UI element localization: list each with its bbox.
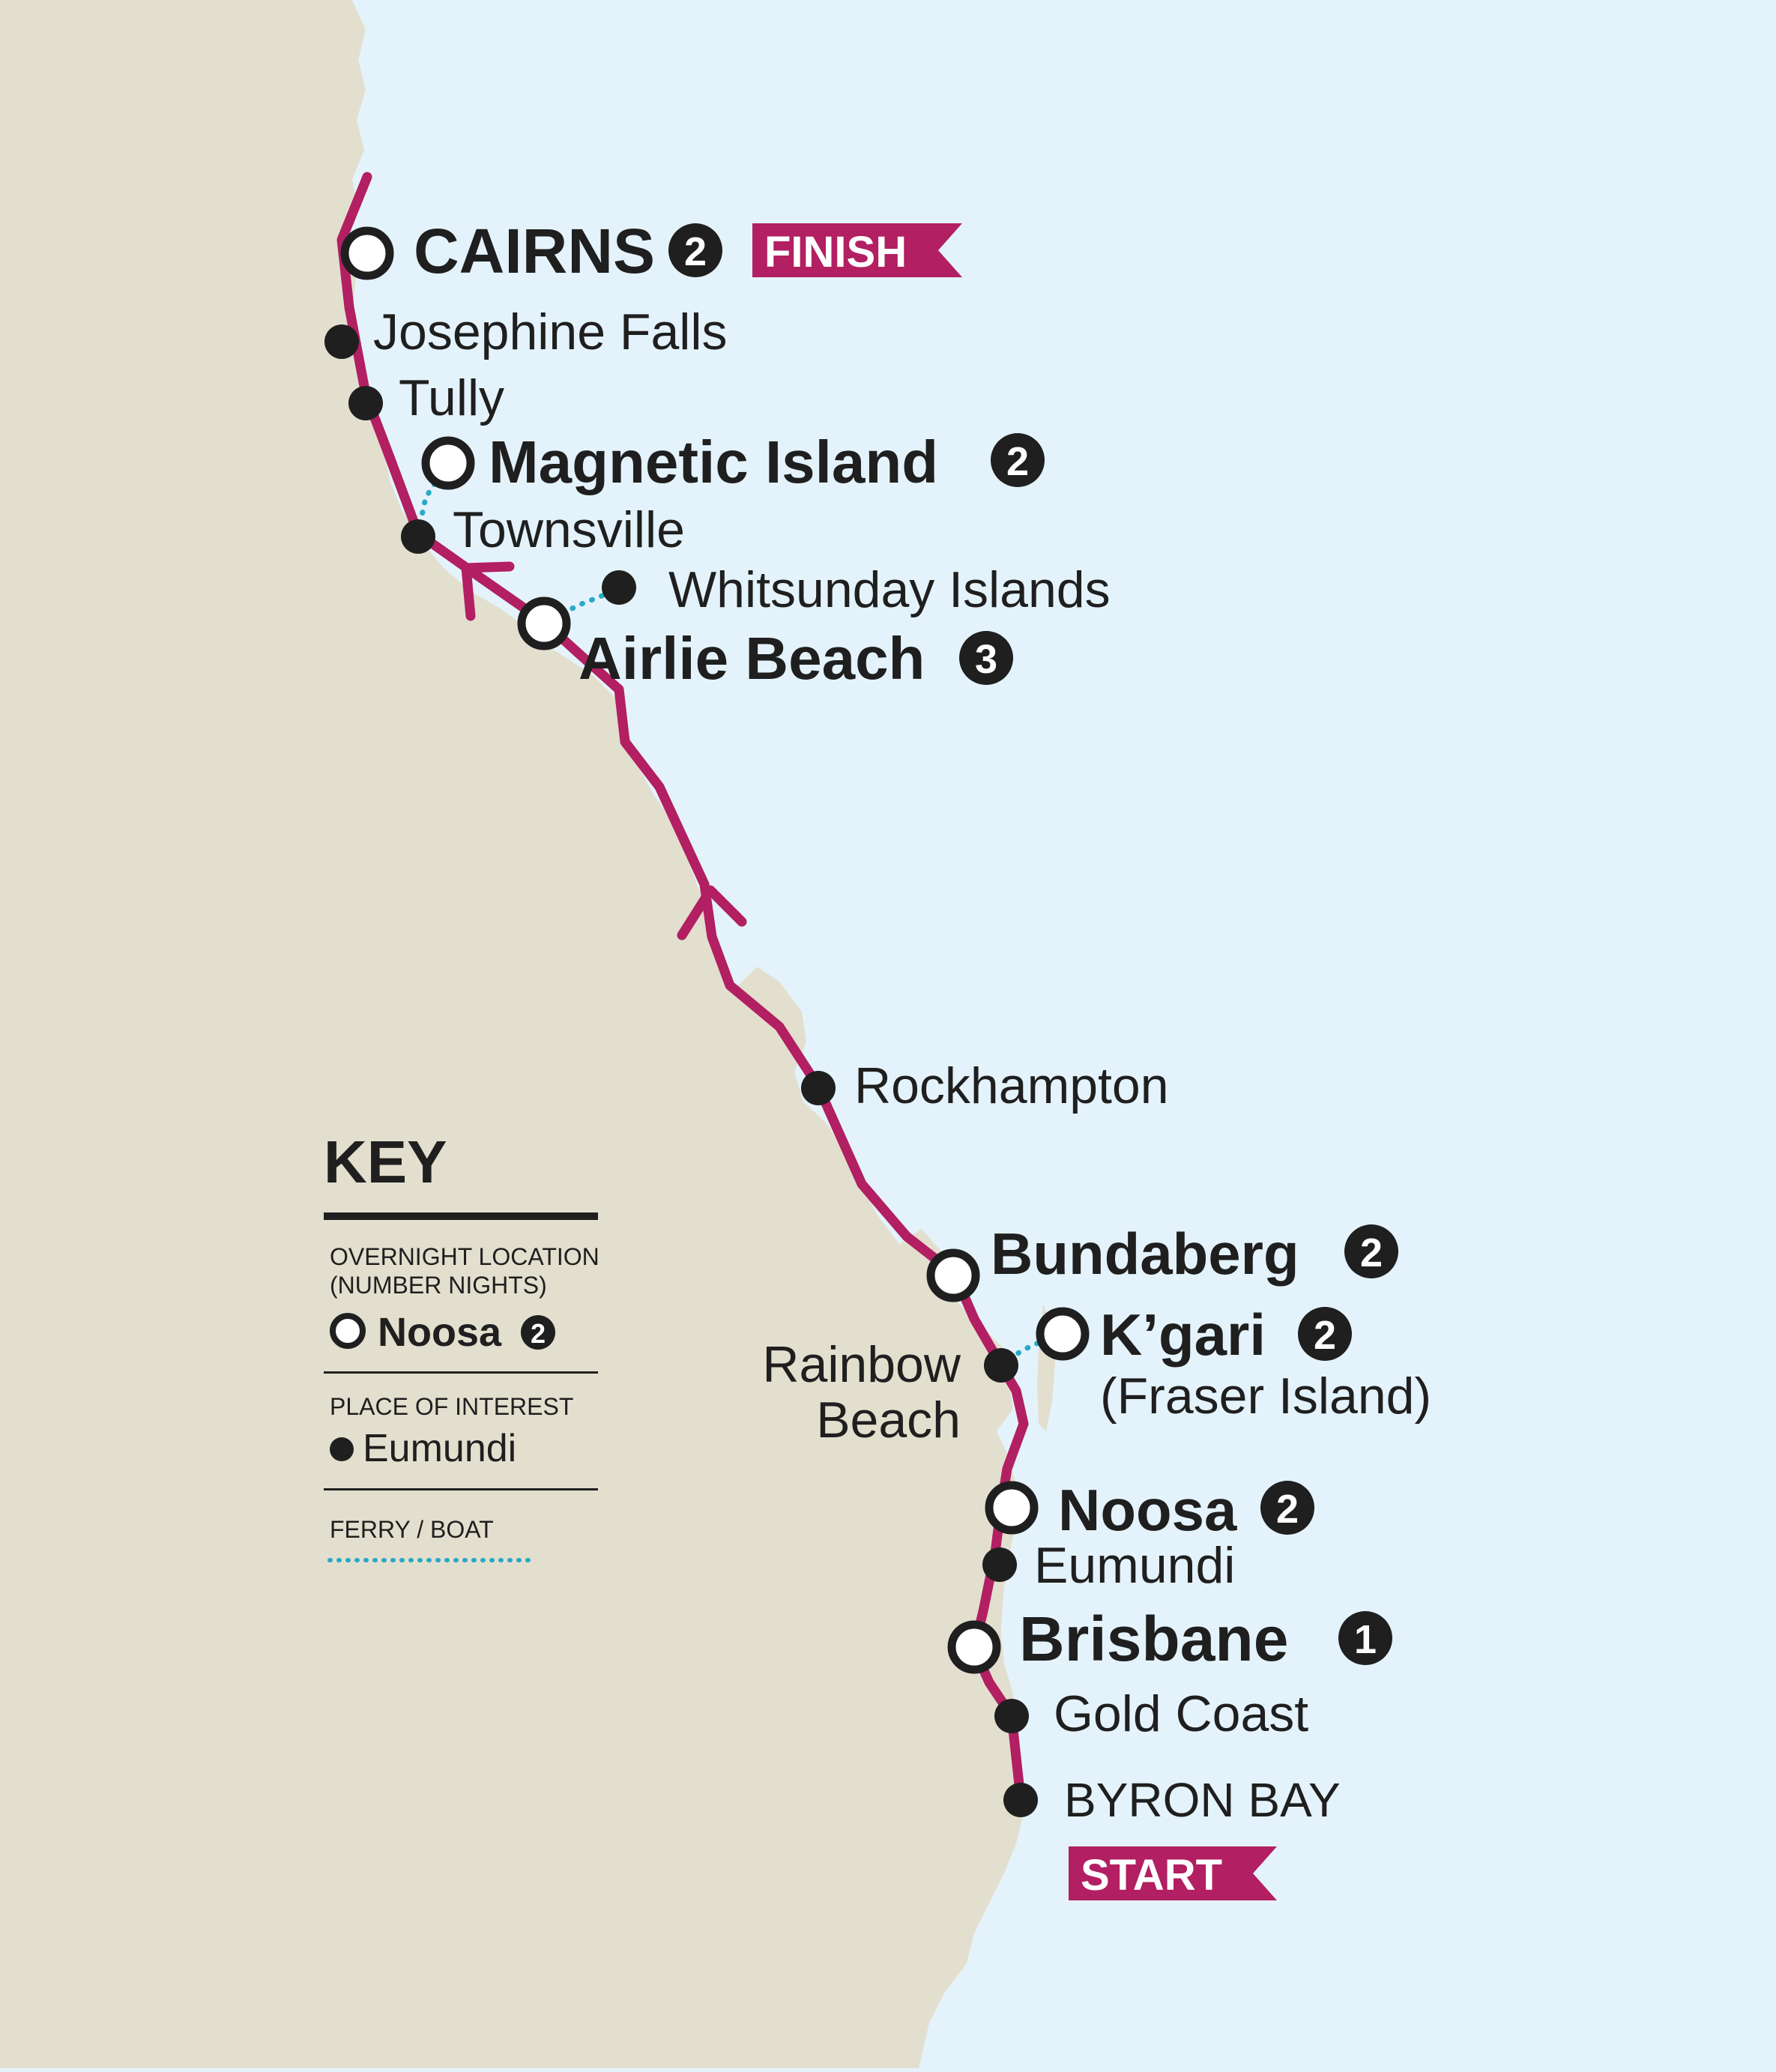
label-kgari-subtitle: (Fraser Island) [1100, 1368, 1431, 1425]
nights-badge-noosa-text: 2 [1276, 1487, 1299, 1532]
label-noosa-name: Noosa [1058, 1477, 1237, 1543]
nights-badge-brisbane [1338, 1611, 1392, 1665]
overnight-marker-noosa [985, 1481, 1039, 1535]
label-gold-coast: Gold Coast [1054, 1685, 1308, 1742]
nights-badge-bundaberg [1344, 1224, 1398, 1278]
nights-badge-airlie-beach [959, 631, 1013, 685]
finish-flag-label: FINISH [764, 228, 907, 277]
nights-badge-magnetic-island-text: 2 [1006, 439, 1029, 484]
poi-labels: Josephine Falls Tully Townsville Whitsun… [373, 303, 1341, 1827]
nights-badge-cairns-text: 2 [684, 229, 707, 274]
label-rockhampton: Rockhampton [854, 1057, 1169, 1114]
poi-dot-eumundi [982, 1547, 1017, 1582]
label-kgari: K’gari 2 (Fraser Island) [1100, 1302, 1431, 1425]
poi-dot-gold-coast [994, 1699, 1029, 1733]
poi-dot-josephine-falls [324, 324, 359, 359]
label-airlie-beach: Airlie Beach 3 [579, 625, 1013, 692]
key-overnight-example: Noosa [378, 1310, 502, 1355]
label-noosa: Noosa 2 [1058, 1477, 1314, 1543]
label-airlie-beach-name: Airlie Beach [579, 625, 925, 692]
label-rainbow-beach-line2: Beach [816, 1392, 961, 1449]
label-byron-bay: BYRON BAY [1064, 1773, 1341, 1827]
label-magnetic-island-name: Magnetic Island [489, 429, 938, 495]
key-overnight-line2: (NUMBER NIGHTS) [330, 1272, 547, 1299]
label-brisbane: Brisbane 1 [1019, 1604, 1392, 1674]
land-mass [0, 0, 1024, 2068]
overnight-marker-magnetic-island [421, 436, 475, 490]
key-divider-2 [324, 1488, 598, 1490]
nights-badge-airlie-beach-text: 3 [975, 637, 997, 682]
key-overnight-line1: OVERNIGHT LOCATION [330, 1243, 599, 1270]
poi-dot-townsville [401, 519, 435, 554]
key-divider-1 [324, 1371, 598, 1374]
label-tully: Tully [399, 369, 504, 426]
label-cairns-name: CAIRNS [414, 216, 655, 286]
poi-dots [324, 324, 1038, 1817]
overnight-marker-kgari [1036, 1307, 1090, 1361]
nights-badge-brisbane-text: 1 [1354, 1617, 1377, 1662]
key-nights-badge [521, 1315, 555, 1350]
poi-dot-rainbow-beach [984, 1348, 1018, 1383]
label-josephine-falls: Josephine Falls [373, 303, 727, 360]
poi-dot-tully [348, 386, 383, 420]
overnight-marker-cairns [340, 226, 394, 280]
nights-badge-bundaberg-text: 2 [1360, 1230, 1383, 1275]
key-title: KEY [324, 1129, 447, 1195]
nights-badge-cairns [668, 223, 722, 277]
start-flag: START [1069, 1846, 1277, 1900]
key-poi-marker [330, 1437, 354, 1461]
direction-arrow-south [677, 885, 747, 940]
label-eumundi: Eumundi [1034, 1537, 1235, 1594]
direction-arrow-north [461, 561, 515, 621]
nights-badge-kgari-text: 2 [1314, 1313, 1336, 1358]
overnight-markers [340, 226, 1090, 1674]
map-key: KEY OVERNIGHT LOCATION (NUMBER NIGHTS) N… [324, 1129, 599, 1562]
nights-badge-kgari [1298, 1307, 1352, 1361]
key-poi-title: PLACE OF INTEREST [330, 1393, 573, 1420]
label-townsville: Townsville [453, 501, 685, 558]
nights-badge-noosa [1260, 1481, 1314, 1535]
finish-flag: FINISH [752, 223, 962, 277]
poi-dot-whitsunday-islands [602, 570, 636, 605]
poi-dot-byron-bay [1003, 1783, 1038, 1817]
nights-badge-magnetic-island [991, 433, 1045, 487]
overnight-marker-bundaberg [926, 1248, 980, 1302]
poi-dot-rockhampton [801, 1071, 836, 1105]
label-bundaberg-name: Bundaberg [991, 1221, 1299, 1287]
finish-flag-shape [752, 223, 962, 277]
start-flag-label: START [1081, 1851, 1222, 1900]
label-cairns: CAIRNS 2 [414, 216, 722, 286]
key-ferry-title: FERRY / BOAT [330, 1516, 494, 1543]
label-rainbow-beach-line1: Rainbow [762, 1336, 961, 1393]
key-poi-example: Eumundi [363, 1427, 516, 1470]
key-nights-badge-text: 2 [531, 1318, 546, 1349]
start-flag-shape [1069, 1846, 1277, 1900]
label-kgari-name: K’gari [1100, 1302, 1266, 1368]
label-brisbane-name: Brisbane [1019, 1604, 1288, 1674]
key-title-rule [324, 1212, 598, 1220]
label-whitsunday-islands: Whitsunday Islands [668, 561, 1111, 618]
label-bundaberg: Bundaberg 2 [991, 1221, 1398, 1287]
key-overnight-marker [330, 1313, 366, 1349]
overnight-marker-airlie-beach [517, 596, 571, 650]
overnight-marker-brisbane [947, 1620, 1001, 1674]
label-magnetic-island: Magnetic Island 2 [489, 429, 1045, 495]
